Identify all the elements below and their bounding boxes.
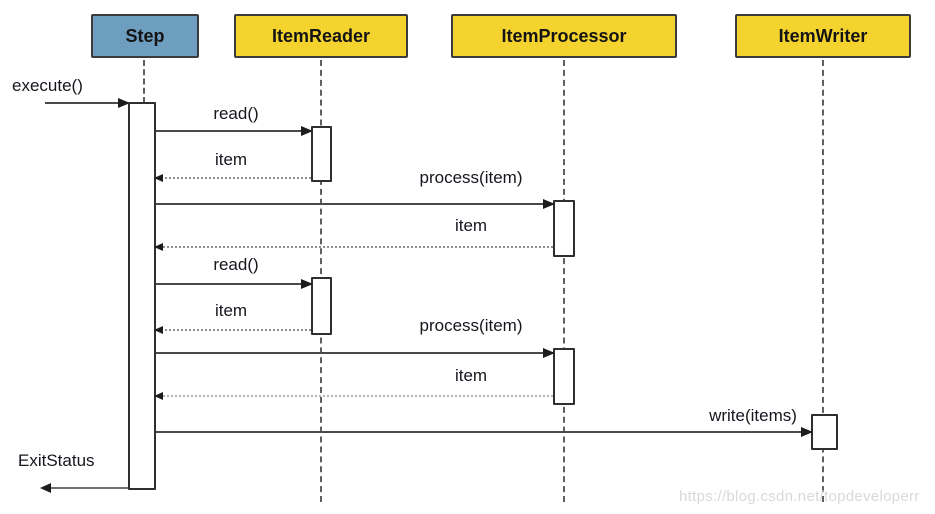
participant-step: Step (91, 14, 199, 58)
arrow-item-return-4 (154, 392, 553, 400)
activation-itemprocessor-2 (553, 348, 575, 405)
arrow-exitstatus (40, 483, 128, 493)
participant-itemreader: ItemReader (234, 14, 408, 58)
watermark-url: https://blog.csdn.net/topdeveloperr (679, 488, 920, 505)
activation-itemreader-1 (311, 126, 332, 182)
lifeline-itemprocessor (563, 60, 565, 502)
message-label-item-4: item (454, 366, 488, 385)
participant-itemprocessor-label: ItemProcessor (501, 25, 627, 46)
message-label-execute: execute() (12, 76, 83, 95)
arrow-read-2 (156, 279, 313, 289)
lifeline-step (143, 60, 145, 103)
participant-itemreader-label: ItemReader (271, 25, 371, 46)
activation-step (128, 102, 156, 490)
message-label-item-2: item (454, 216, 488, 235)
participant-itemwriter-label: ItemWriter (778, 25, 868, 46)
message-label-write: write(items) (709, 406, 797, 425)
participant-itemwriter: ItemWriter (735, 14, 911, 58)
lifeline-itemwriter (822, 60, 824, 502)
arrow-item-return-2 (154, 243, 553, 251)
message-label-read-2: read() (213, 255, 259, 274)
message-label-exitstatus: ExitStatus (18, 451, 95, 470)
arrow-process-1 (156, 199, 555, 209)
arrow-execute (45, 98, 130, 108)
arrow-write (156, 427, 813, 437)
arrow-item-return-1 (154, 174, 311, 182)
activation-itemreader-2 (311, 277, 332, 335)
arrow-read-1 (156, 126, 313, 136)
arrow-process-2 (156, 348, 555, 358)
message-label-process-2: process(item) (419, 316, 523, 335)
message-label-process-1: process(item) (419, 168, 523, 187)
arrow-item-return-3 (154, 326, 311, 334)
activation-itemwriter (811, 414, 838, 450)
message-label-item-1: item (214, 150, 248, 169)
participant-step-label: Step (125, 25, 165, 46)
message-label-read-1: read() (213, 104, 259, 123)
activation-itemprocessor-1 (553, 200, 575, 257)
participant-itemprocessor: ItemProcessor (451, 14, 677, 58)
message-label-item-3: item (214, 301, 248, 320)
